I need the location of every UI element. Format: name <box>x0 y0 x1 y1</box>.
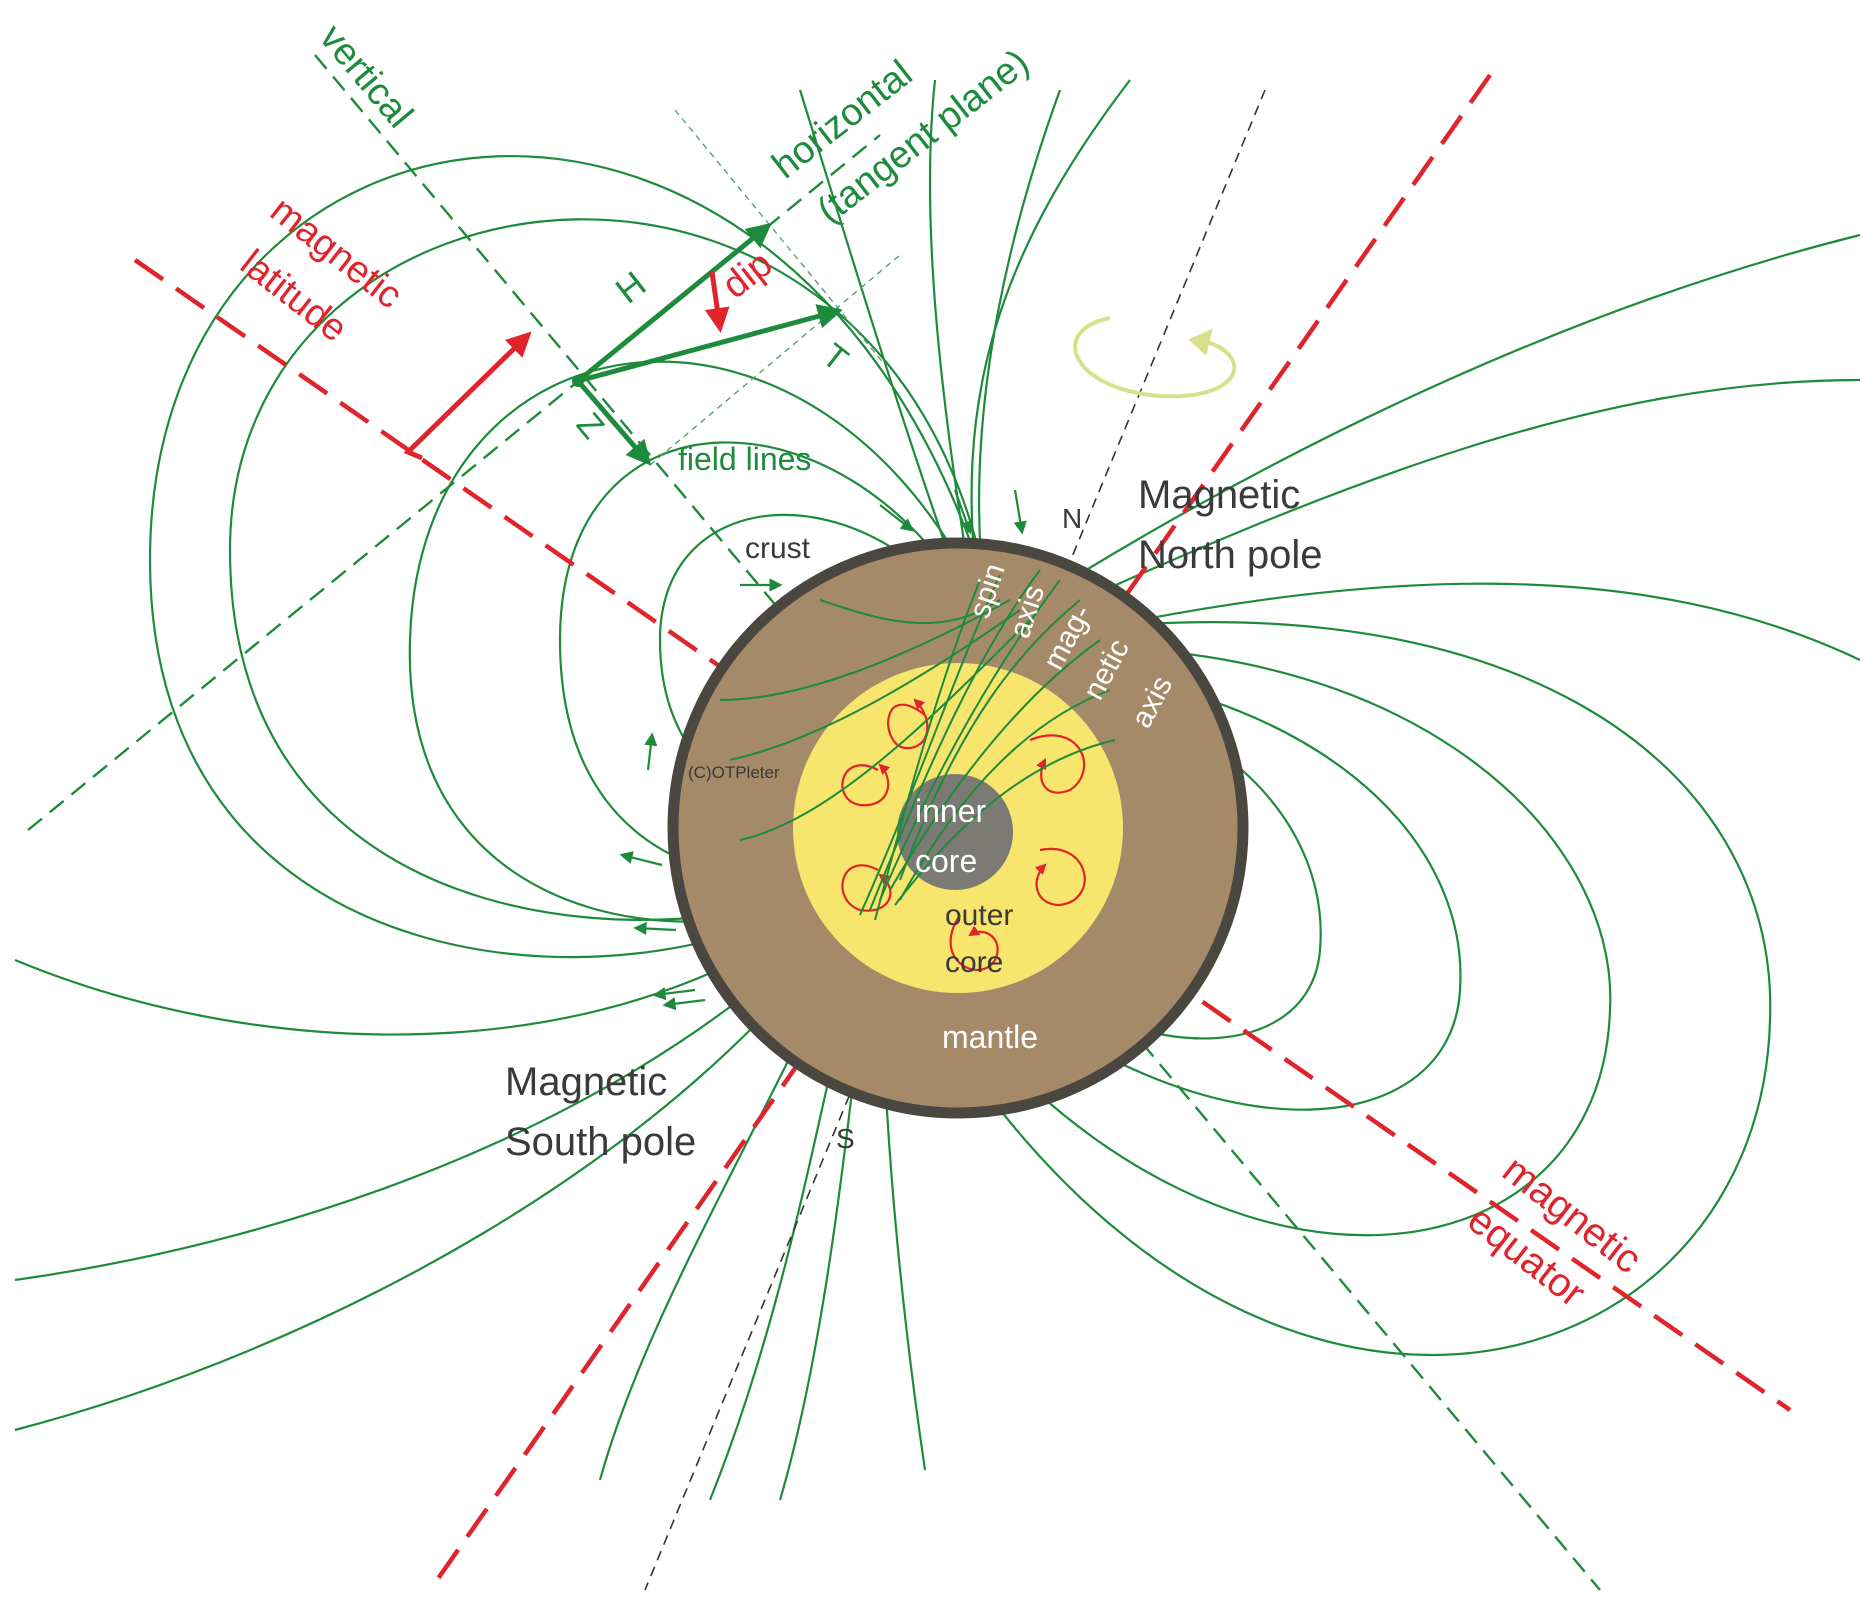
swirl <box>887 698 929 750</box>
label-outer-core: core <box>945 946 1003 979</box>
label-N: N <box>1062 503 1082 534</box>
label-outer: outer <box>945 899 1013 932</box>
label-copyright: (C)OTPleter <box>688 763 780 782</box>
label-T: T <box>815 336 855 379</box>
inner-core <box>897 774 1013 890</box>
field-direction-arrows <box>619 489 1027 1011</box>
field-line <box>999 582 1861 661</box>
field-line <box>928 79 977 611</box>
label-S: S <box>836 1123 855 1154</box>
spin-axis-line <box>644 89 1266 1591</box>
vertical-line <box>314 54 1601 1591</box>
label-vertical: vertical <box>311 17 421 136</box>
label-mantle: mantle <box>942 1019 1038 1055</box>
field-line <box>859 621 1772 1357</box>
field-line <box>989 233 1861 631</box>
label-crust: crust <box>745 532 811 565</box>
swirl <box>949 914 999 971</box>
magnetic-latitude-arrow <box>403 331 532 461</box>
label-field-lines: field lines <box>678 441 811 477</box>
label-inner-core: core <box>915 843 977 879</box>
swirl <box>1029 734 1086 794</box>
field-line <box>869 646 1612 1237</box>
field-line <box>978 89 1062 601</box>
swirl <box>841 763 891 807</box>
field-line <box>148 154 992 959</box>
label-inner: inner <box>915 793 987 829</box>
label-magnetic-north-1: Magnetic <box>1138 473 1300 517</box>
rotation-indicator <box>1073 316 1237 399</box>
field-vectors <box>403 222 843 466</box>
Z-vector <box>576 379 652 466</box>
field-line <box>970 79 1131 606</box>
internal-field-lines <box>719 569 1116 921</box>
swirl <box>1034 847 1086 907</box>
label-H: H <box>608 263 654 311</box>
convection-swirls <box>841 698 1086 971</box>
field-line <box>228 218 992 921</box>
label-magnetic-south-1: Magnetic <box>505 1060 667 1104</box>
T-vector <box>577 304 843 384</box>
H-vector <box>576 222 772 383</box>
tangent-plane-line <box>27 134 881 831</box>
label-magnetic-south-2: South pole <box>505 1120 696 1164</box>
label-magnetic-north-2: North pole <box>1138 533 1323 577</box>
field-line <box>798 89 972 616</box>
dip-arrow <box>704 271 730 333</box>
swirl <box>841 864 892 912</box>
